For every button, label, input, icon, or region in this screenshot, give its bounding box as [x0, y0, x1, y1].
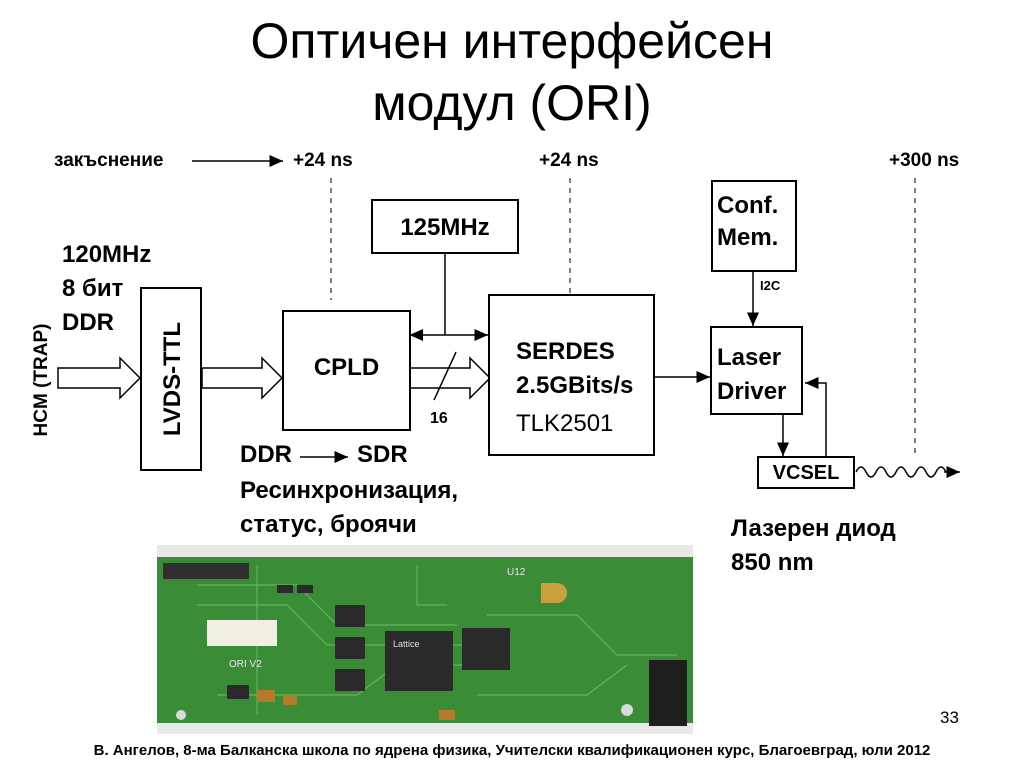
slide-footer: В. Ангелов, 8-ма Балканска школа по ядре…: [0, 742, 1024, 759]
clock-label: 125MHz: [373, 214, 517, 242]
pcb-photo: Lattice ORI V2 U12: [157, 545, 693, 734]
conf-mem-block: Conf. Mem.: [711, 180, 797, 272]
serdes-speed: 2.5GBits/s: [516, 372, 633, 400]
input-arrow: [58, 358, 140, 398]
clock-block: 125MHz: [371, 199, 519, 254]
cpld-block: CPLD: [282, 310, 411, 431]
conf-mem-line-2: Mem.: [717, 222, 778, 254]
laser-diode-label: Лазерен диод: [731, 512, 896, 546]
timing-label-2: +24 ns: [539, 150, 599, 172]
vcsel-block: VCSEL: [757, 456, 855, 489]
page-number: 33: [940, 708, 959, 728]
input-width: 8 бит: [62, 272, 151, 306]
input-mode: DDR: [62, 306, 151, 340]
serdes-part: TLK2501: [516, 410, 613, 438]
input-freq: 120MHz: [62, 238, 151, 272]
optical-wave: [856, 467, 946, 477]
cpld-label: CPLD: [284, 354, 409, 382]
lvds-ttl-label: LVDS-TTL: [159, 288, 187, 470]
input-source-label: HCM (TRAP): [31, 310, 53, 450]
pcb-board-label: ORI V2: [229, 659, 262, 670]
pcb-chip-label: Lattice: [393, 639, 420, 649]
i2c-label: I2C: [760, 278, 780, 293]
timing-label-3: +300 ns: [889, 150, 959, 172]
sdr-label: SDR: [357, 441, 408, 469]
serdes-label: SERDES: [516, 338, 615, 366]
laser-driver-text: Laser Driver: [717, 341, 786, 409]
laser-diode-note: Лазерен диод 850 nm: [731, 512, 896, 580]
lvds-cpld-arrow: [202, 358, 282, 398]
conf-mem-text: Conf. Mem.: [717, 190, 778, 254]
timing-label-1: +24 ns: [293, 150, 353, 172]
input-spec: 120MHz 8 бит DDR: [62, 238, 151, 340]
resync-label: Ресинхронизация,: [240, 477, 458, 505]
serdes-block: SERDES 2.5GBits/s TLK2501: [488, 294, 655, 456]
ddr-label: DDR: [240, 441, 292, 469]
vcsel-label: VCSEL: [759, 462, 853, 485]
conf-mem-line-1: Conf.: [717, 190, 778, 222]
lvds-ttl-block: LVDS-TTL: [140, 287, 202, 471]
wavelength-label: 850 nm: [731, 546, 896, 580]
laser-driver-block: Laser Driver: [710, 326, 803, 415]
pcb-serial-label: U12: [507, 567, 526, 578]
laser-driver-line-2: Driver: [717, 375, 786, 409]
laser-driver-line-1: Laser: [717, 341, 786, 375]
pcb-drawing: Lattice ORI V2 U12: [157, 545, 693, 734]
status-label: статус, броячи: [240, 511, 417, 539]
feedback-line: [805, 383, 826, 458]
delay-label: закъснение: [54, 150, 163, 172]
bus-width-label: 16: [430, 410, 448, 428]
